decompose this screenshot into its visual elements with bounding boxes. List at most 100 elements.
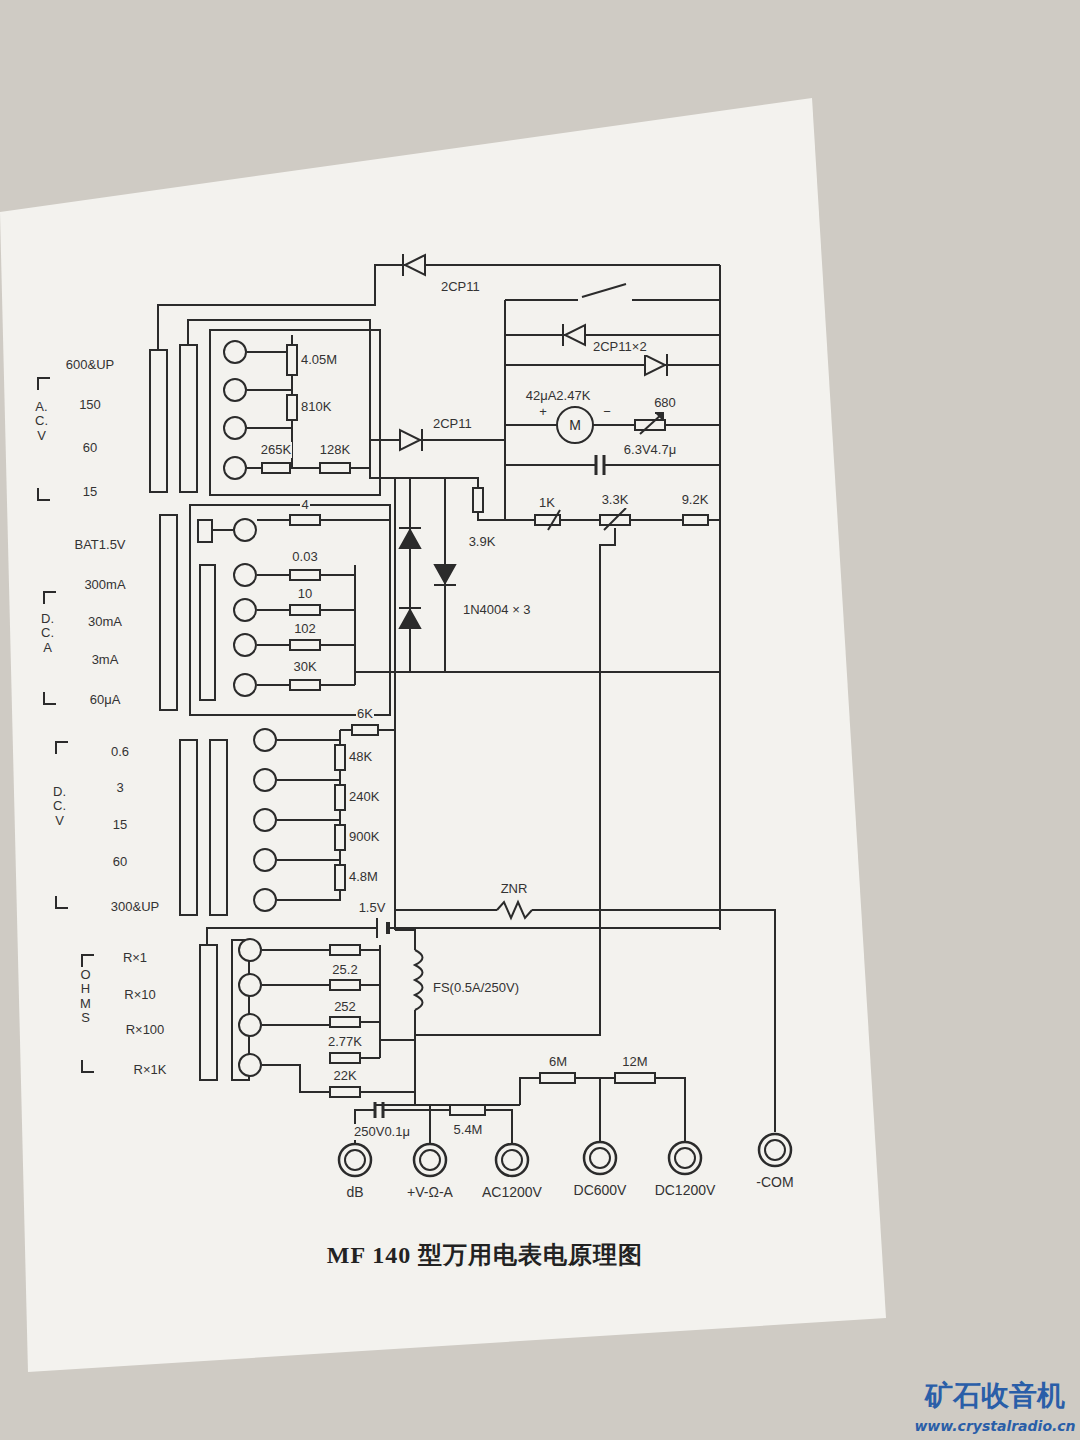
component-symbol (254, 889, 276, 911)
wire-line (399, 527, 421, 529)
component-symbol (557, 407, 593, 443)
terminal-label: DC600V (573, 1182, 628, 1198)
jack-inner (590, 1148, 610, 1168)
wire-line (320, 644, 355, 646)
watermark-text: 矿石收音机 (924, 1379, 1066, 1413)
watermark-text: www.crystalradio.cn (913, 1418, 1076, 1435)
component-symbol (150, 350, 167, 492)
wire-line (360, 1091, 415, 1093)
wire-line (360, 984, 380, 986)
jack-symbol (412, 1142, 448, 1178)
component-symbol (254, 729, 276, 751)
wire-line (402, 254, 404, 276)
terminal-label: AC1200V (481, 1184, 543, 1200)
component-label: 1.5V (358, 900, 387, 916)
wire-line (582, 284, 626, 297)
component-label: 250V0.1μ (353, 1124, 411, 1140)
wire-line (520, 1078, 540, 1105)
wire-line (562, 324, 564, 346)
wire-line (188, 320, 478, 488)
terminal-jack: DC600V (551, 1140, 649, 1199)
component-symbol (180, 740, 197, 915)
wire-line (719, 265, 721, 930)
component-symbol (290, 570, 320, 580)
component-symbol (234, 599, 256, 621)
component-symbol (210, 740, 227, 915)
component-symbol (335, 865, 345, 890)
component-symbol (200, 565, 215, 700)
terminal-label: +V-Ω-A (406, 1184, 454, 1200)
jack-inner (502, 1150, 522, 1170)
jack-inner (420, 1150, 440, 1170)
wire-line (604, 508, 626, 530)
wire-line (247, 467, 262, 469)
component-symbol (290, 640, 320, 650)
wire-line (575, 1077, 615, 1079)
terminal-jack: dB (306, 1142, 404, 1201)
wire-line (44, 592, 56, 604)
meter-mark: M (569, 417, 581, 433)
wire-line (375, 1104, 520, 1106)
range-group-label: A.C.V (34, 400, 49, 443)
component-label: 1K (538, 495, 556, 511)
wire-line (666, 354, 668, 376)
component-symbol (200, 945, 217, 1080)
component-label: 102 (293, 621, 317, 637)
component-label: 60 (112, 854, 128, 870)
component-symbol (400, 610, 420, 628)
wire-line (354, 565, 356, 685)
component-label: 2CP11 (440, 279, 481, 295)
wire-line (257, 609, 290, 611)
component-label: + (538, 404, 548, 420)
jack-outer (584, 1142, 616, 1174)
component-label: 9.2K (681, 492, 710, 508)
jack-outer (496, 1144, 528, 1176)
component-label: 2CP11 (432, 416, 473, 432)
component-label: 30K (292, 659, 317, 675)
component-label: 0.03 (291, 549, 318, 565)
jack-symbol (494, 1142, 530, 1178)
wire-line (247, 389, 292, 391)
component-label: 150 (78, 397, 102, 413)
component-symbol (645, 355, 665, 375)
jack-symbol (582, 1140, 618, 1176)
component-symbol (473, 488, 483, 512)
wire-line (44, 692, 56, 704)
wire-line (421, 429, 423, 451)
component-symbol (683, 515, 708, 525)
wire-line (82, 955, 94, 967)
component-symbol (224, 341, 246, 363)
component-label: 6M (548, 1054, 568, 1070)
jack-outer (759, 1134, 791, 1166)
wire-line (257, 519, 290, 521)
component-label: BAT1.5V (73, 537, 126, 553)
wire-line (257, 644, 290, 646)
component-symbol (330, 945, 360, 955)
component-symbol (400, 530, 420, 548)
jack-inner (765, 1140, 785, 1160)
caption-text: MF 140 型万用电表电原理图 (326, 1241, 644, 1270)
component-symbol (435, 565, 455, 583)
wire-line (320, 609, 355, 611)
component-label: 30mA (87, 614, 123, 630)
component-symbol (254, 769, 276, 791)
component-symbol (190, 505, 390, 715)
wire-line (599, 1078, 601, 1142)
wire-line (257, 574, 290, 576)
component-symbol (224, 379, 246, 401)
wire-line (257, 684, 290, 686)
wire-line (262, 1024, 330, 1026)
wire-line (158, 265, 720, 350)
component-label: 60 (82, 440, 98, 456)
terminal-label: dB (345, 1184, 364, 1200)
component-symbol (287, 395, 297, 420)
wire-line (277, 779, 340, 781)
component-symbol (254, 849, 276, 871)
component-symbol (320, 463, 350, 473)
component-label: FS(0.5A/250V) (432, 980, 520, 996)
component-symbol (330, 1017, 360, 1027)
component-symbol (330, 1053, 360, 1063)
wire-line (340, 729, 352, 731)
terminal-label: -COM (755, 1174, 794, 1190)
component-label: 60μA (89, 692, 122, 708)
